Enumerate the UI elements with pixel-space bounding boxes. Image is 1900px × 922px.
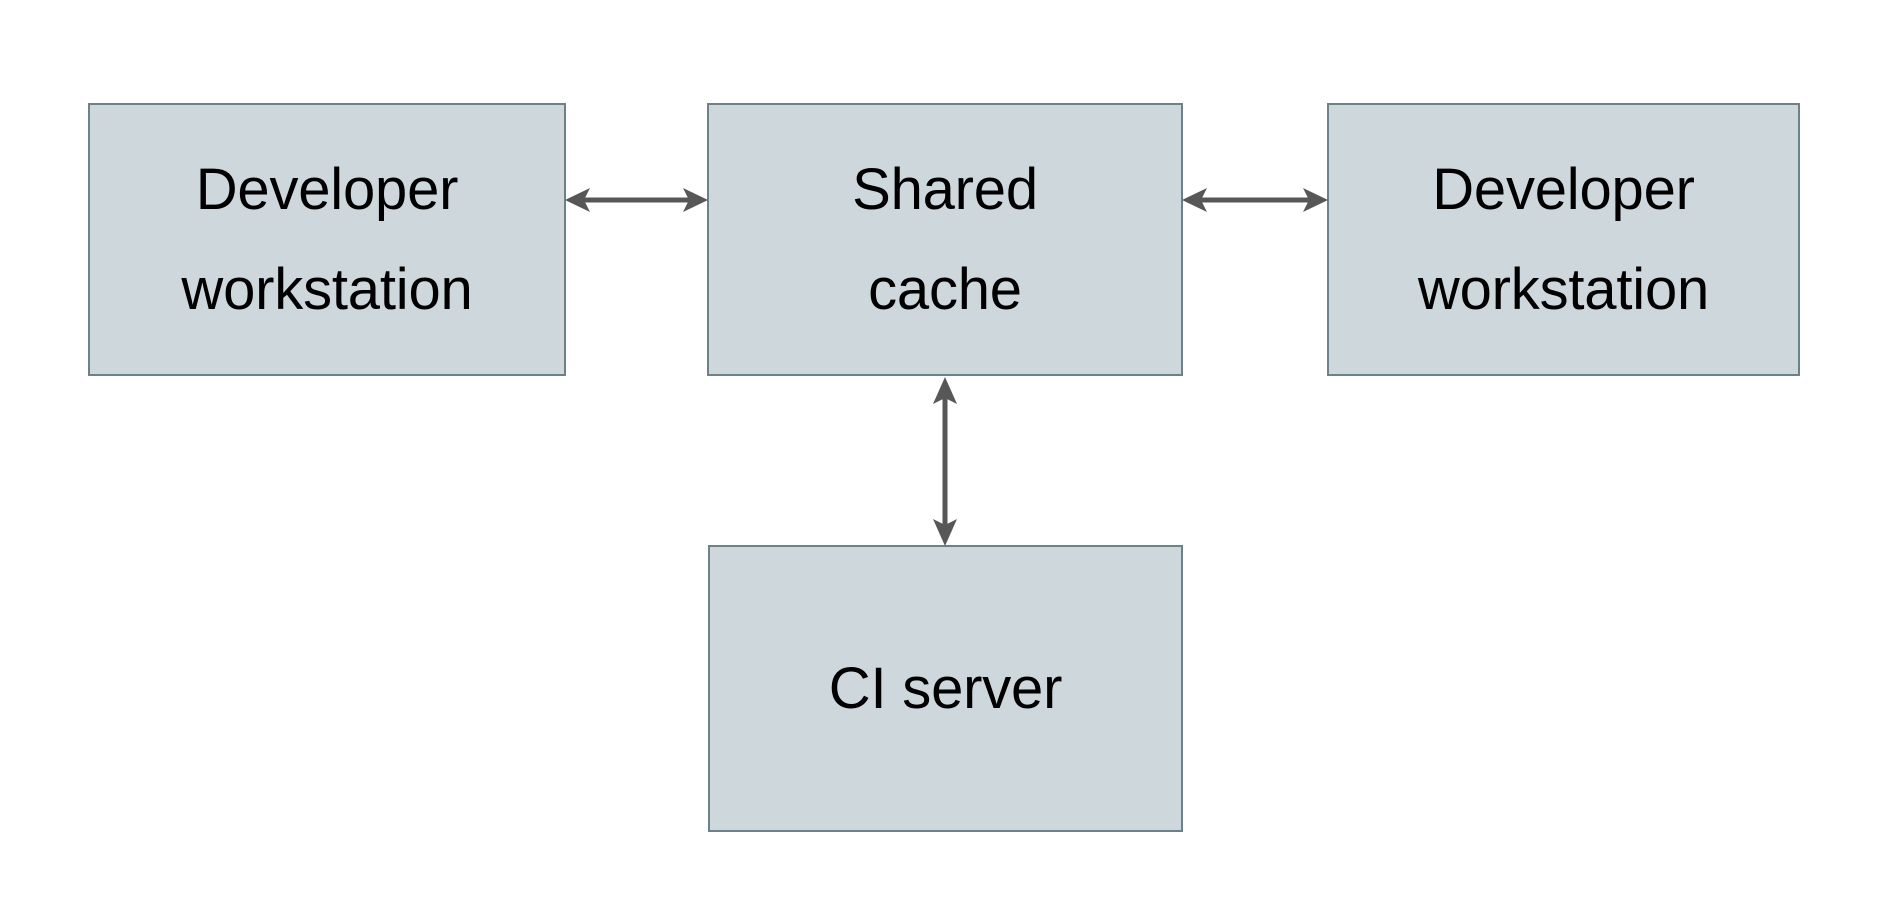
edge-developer-left-to-shared-cache (564, 170, 709, 230)
node-label: Developer workstation (1417, 156, 1710, 322)
bidirectional-arrow-icon (565, 188, 708, 212)
node-label: CI server (828, 655, 1063, 721)
edge-shared-cache-to-ci-server (915, 376, 975, 547)
node-ci-server[interactable]: CI server (708, 545, 1183, 832)
bidirectional-arrow-icon (933, 377, 957, 546)
node-label: Shared cache (852, 156, 1038, 322)
node-label: Developer workstation (181, 156, 473, 322)
node-developer-workstation-right[interactable]: Developer workstation (1327, 103, 1800, 376)
node-developer-workstation-left[interactable]: Developer workstation (88, 103, 566, 376)
edge-shared-cache-to-developer-right (1181, 170, 1329, 230)
node-shared-cache[interactable]: Shared cache (707, 103, 1183, 376)
bidirectional-arrow-icon (1182, 188, 1328, 212)
